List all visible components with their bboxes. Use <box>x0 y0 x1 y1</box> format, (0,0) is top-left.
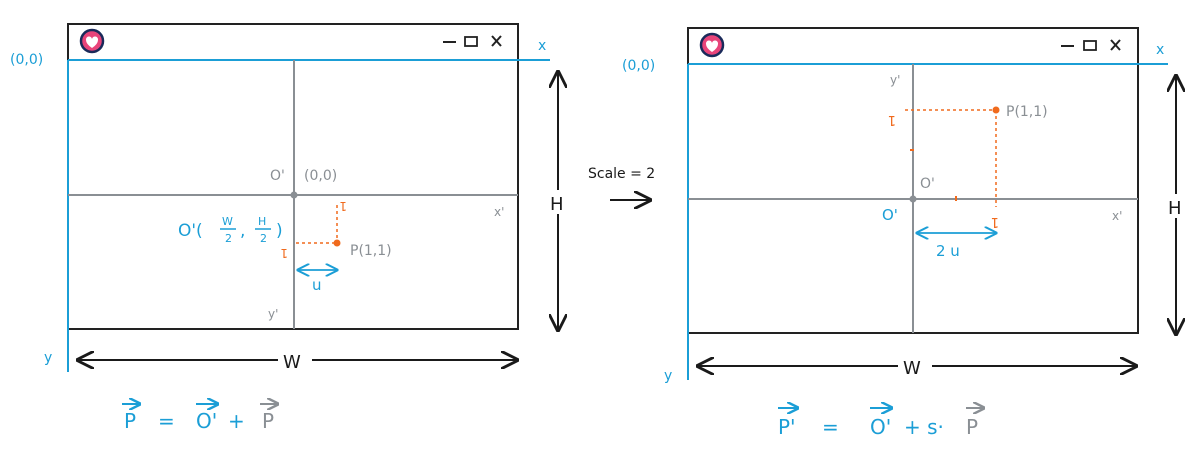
heart-app-icon <box>699 32 725 58</box>
right-eq-equals: = <box>822 415 839 439</box>
right-eq-o: O' <box>870 415 891 439</box>
left-local-origin-coord: (0,0) <box>304 168 337 184</box>
left-origin-formula-comma: , <box>240 221 245 241</box>
left-origin-formula: O'( W 2 , H 2 ) <box>178 215 283 245</box>
left-tick-y-label: 1 <box>280 246 288 260</box>
left-unit-label: u <box>312 276 322 294</box>
left-local-x-label: x' <box>494 205 504 219</box>
left-origin-screen-label: (0,0) <box>10 52 43 68</box>
left-origin-formula-h: H <box>258 215 266 228</box>
left-origin-formula-prefix: O'( <box>178 221 203 241</box>
left-origin-formula-den-h: 2 <box>260 232 267 245</box>
right-height-label: H <box>1168 198 1182 219</box>
close-icon[interactable] <box>491 35 502 47</box>
left-local-origin-label: O' <box>270 168 285 184</box>
right-equation: P' = O' + s· P <box>778 408 984 439</box>
left-point-label: P(1,1) <box>350 243 392 259</box>
right-eq-plus: + s· <box>904 415 944 439</box>
left-eq-plus: + <box>228 409 245 433</box>
left-width-label: W <box>283 352 301 373</box>
right-tick-y-label: 1 <box>888 112 896 127</box>
left-eq-lhs: P <box>124 409 136 433</box>
left-origin-formula-den-w: 2 <box>225 232 232 245</box>
left-local-y-label: y' <box>268 307 278 321</box>
right-x-axis-label: x <box>1156 42 1164 58</box>
maximize-icon[interactable] <box>1083 40 1097 51</box>
right-local-origin-dot <box>909 195 917 203</box>
right-local-origin-label-top: O' <box>920 176 935 192</box>
scale-label: Scale = 2 <box>588 166 655 182</box>
left-eq-o: O' <box>196 409 217 433</box>
close-icon[interactable] <box>1110 39 1121 51</box>
maximize-icon[interactable] <box>464 36 478 47</box>
right-eq-p: P <box>966 415 978 439</box>
left-eq-p: P <box>262 409 274 433</box>
left-x-axis-label: x <box>538 38 546 54</box>
right-point-dot <box>992 106 1000 114</box>
left-local-origin-dot <box>290 191 298 199</box>
right-width-label: W <box>903 358 921 379</box>
left-eq-equals: = <box>158 409 175 433</box>
right-panel: (0,0) x y x' y' O' O' 1 1 P(1,1) 2 u H W… <box>622 27 1188 439</box>
left-height-label: H <box>550 194 564 215</box>
right-point-label: P(1,1) <box>1006 104 1048 120</box>
left-y-axis-label: y <box>44 350 52 366</box>
left-point-dot <box>333 239 341 247</box>
left-tick-x-label: 1 <box>339 199 347 213</box>
right-unit-label: 2 u <box>936 242 960 260</box>
right-local-origin-label: O' <box>882 206 898 224</box>
right-y-axis-label: y <box>664 368 672 384</box>
right-eq-lhs: P' <box>778 415 796 439</box>
right-local-x-label: x' <box>1112 209 1122 223</box>
scale-transition: Scale = 2 <box>588 166 655 200</box>
left-equation: P = O' + P <box>122 404 278 433</box>
right-local-y-label: y' <box>890 73 900 87</box>
right-tick-x-label: 1 <box>991 214 999 229</box>
heart-app-icon <box>79 28 105 54</box>
left-origin-formula-close: ) <box>276 221 283 241</box>
left-panel: (0,0) x y x' y' O' (0,0) O'( W 2 , H 2 )… <box>10 23 570 433</box>
right-origin-screen-label: (0,0) <box>622 58 655 74</box>
left-origin-formula-w: W <box>222 215 233 228</box>
